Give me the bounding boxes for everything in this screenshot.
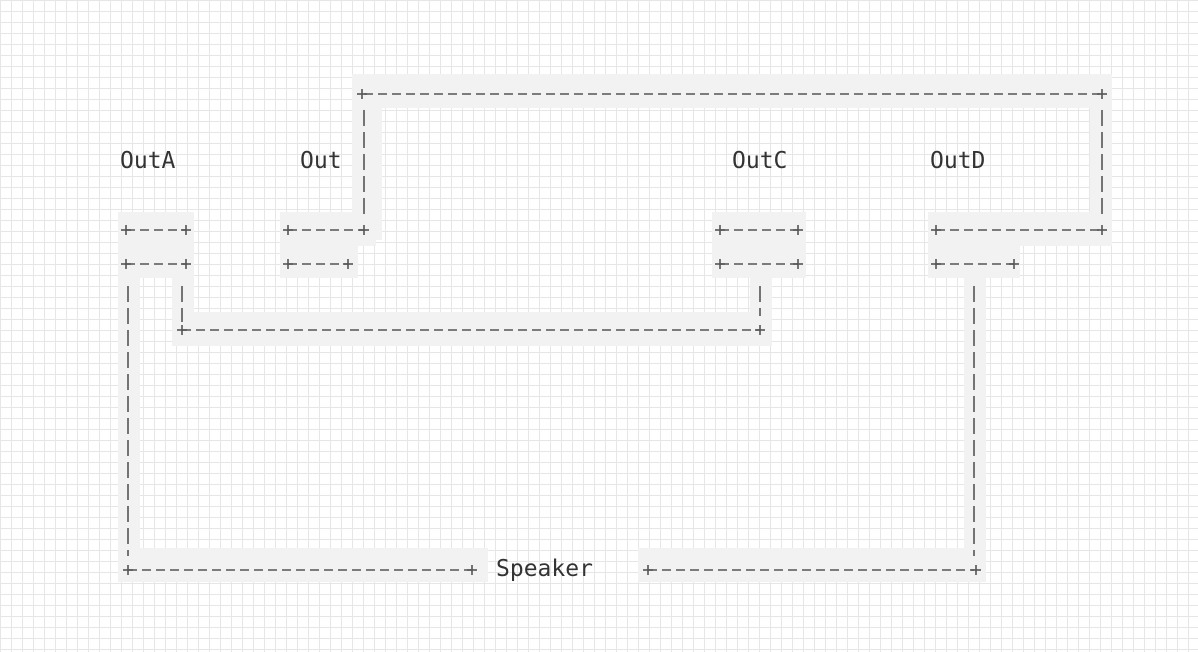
out-b-junction-2 [359,225,369,235]
out-c-junction-2 [793,225,803,235]
highlight-band-14 [118,548,488,582]
junction-speaker-left [467,565,477,575]
junction-bottom-left [123,565,133,575]
out-a-junction-3 [121,259,131,269]
out-b-junction-1 [283,225,293,235]
junction-layer [121,89,1107,575]
out-a-junction-4 [181,259,191,269]
junction-top-left [357,89,367,99]
highlight-band-5 [280,246,358,278]
highlight-band-7 [928,212,1112,246]
out-d-junction-2 [1097,225,1107,235]
junction-top-right [1097,89,1107,99]
highlight-band-11 [172,312,772,346]
junction-middle-left [177,325,187,335]
junction-bottom-right [971,565,981,575]
highlight-band-2 [1090,74,1112,240]
highlight-band-0 [352,74,1112,108]
junction-speaker-right [643,565,653,575]
highlight-band-15 [638,548,986,582]
out-d-junction-4 [1009,259,1019,269]
out-b-junction-4 [343,259,353,269]
out-c-junction-1 [715,225,725,235]
highlight-band-12 [118,278,140,568]
label-out-a: OutA [120,148,176,174]
wire-layer [126,93,1103,571]
highlight-layer [118,74,1112,582]
out-a-junction-1 [121,225,131,235]
highlight-band-10 [750,278,772,318]
label-out-c: OutC [732,148,788,174]
highlight-band-9 [172,278,194,318]
junction-middle-right [755,325,765,335]
out-a-junction-2 [181,225,191,235]
out-b-junction-3 [283,259,293,269]
highlight-band-13 [964,278,986,568]
label-out-b: Out [300,148,342,174]
out-d-junction-1 [931,225,941,235]
out-c-junction-3 [715,259,725,269]
out-c-junction-4 [793,259,803,269]
label-out-d: OutD [930,148,986,174]
highlight-band-6 [712,212,806,278]
highlight-band-4 [280,212,376,246]
highlight-band-8 [928,246,1020,278]
out-d-junction-3 [931,259,941,269]
highlight-band-3 [118,212,194,278]
label-speaker: Speaker [496,556,593,582]
